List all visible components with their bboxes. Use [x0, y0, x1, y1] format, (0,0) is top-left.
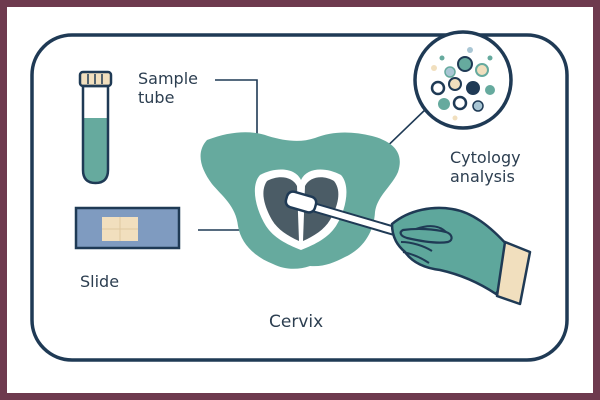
- magnifier-cells-icon: [413, 30, 513, 130]
- gloved-hand-icon: [390, 206, 532, 306]
- microscope-slide-icon: [74, 206, 181, 250]
- cytology-label-line2: analysis: [450, 167, 515, 186]
- cytology-analysis-label: Cytology analysis: [450, 148, 521, 186]
- sample-tube-label: Sample tube: [138, 69, 198, 107]
- slide-label: Slide: [80, 272, 120, 291]
- sample-tube-label-line1: Sample: [138, 69, 198, 88]
- swab-icon: [284, 190, 403, 237]
- sample-tube-label-line2: tube: [138, 88, 175, 107]
- cytology-label-line1: Cytology: [450, 148, 521, 167]
- cervix-label: Cervix: [269, 312, 324, 332]
- sample-tube-icon: [78, 70, 113, 185]
